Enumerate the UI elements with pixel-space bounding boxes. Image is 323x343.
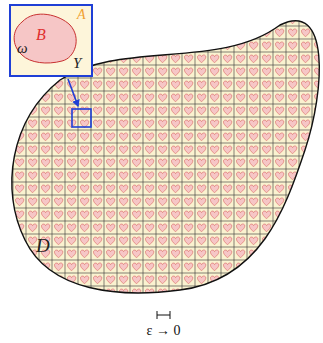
region-label: A — [77, 8, 86, 22]
limit-label: ε → 0 — [147, 324, 181, 338]
zoom-arrow — [68, 79, 78, 106]
domain — [0, 0, 323, 300]
domain-label: D — [36, 236, 50, 255]
cell-label: Y — [73, 56, 81, 71]
inset-cell — [10, 5, 92, 76]
selected-cell — [72, 109, 91, 127]
inclusion-label: B — [36, 27, 46, 43]
scale-bar — [157, 311, 170, 319]
boundary-label: ω — [17, 41, 28, 56]
